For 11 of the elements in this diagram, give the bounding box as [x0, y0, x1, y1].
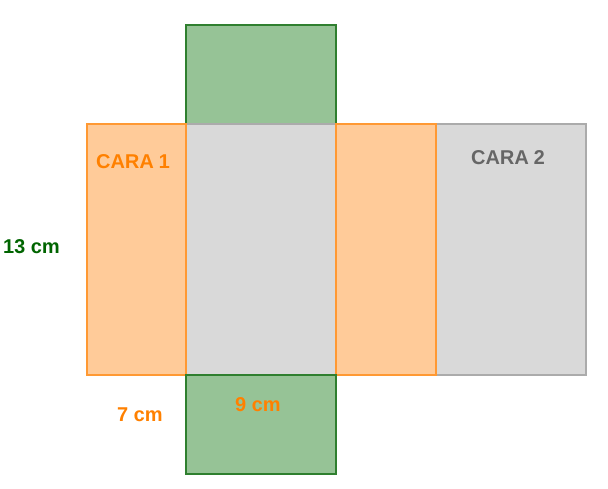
net-face — [185, 24, 337, 125]
dimension-label: 9 cm — [235, 394, 281, 417]
net-face — [86, 123, 187, 376]
net-face — [335, 123, 437, 376]
net-face — [185, 374, 337, 475]
net-face — [435, 123, 587, 376]
dimension-label: 7 cm — [117, 404, 163, 427]
net-face — [185, 123, 337, 376]
dimension-label: 13 cm — [3, 236, 60, 259]
face-label: CARA 1 — [96, 151, 170, 174]
face-label: CARA 2 — [471, 147, 545, 170]
